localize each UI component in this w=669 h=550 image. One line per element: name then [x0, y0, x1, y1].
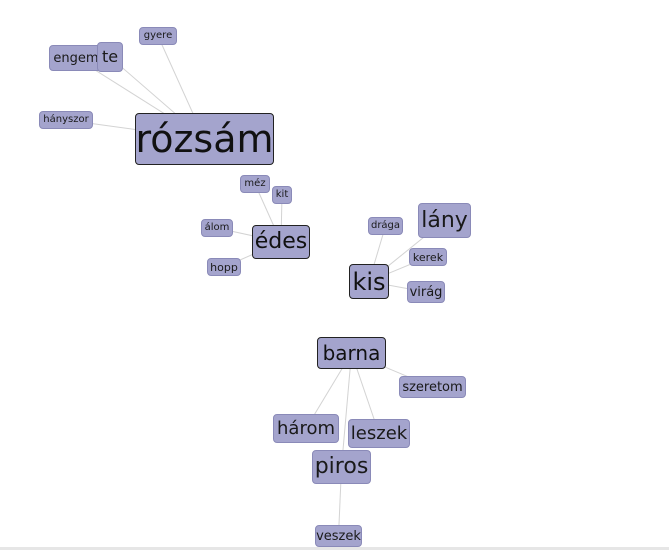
node-piros[interactable]: piros	[312, 450, 371, 484]
node-barna[interactable]: barna	[317, 337, 386, 369]
node-kit[interactable]: kit	[272, 186, 292, 204]
node-rozsam[interactable]: rózsám	[135, 113, 274, 165]
node-engem[interactable]: engem	[49, 45, 103, 71]
node-veszek[interactable]: veszek	[315, 525, 362, 547]
node-edes[interactable]: édes	[252, 225, 310, 259]
node-draga[interactable]: drága	[368, 217, 403, 235]
bottom-scroll-bar	[0, 547, 669, 550]
node-virag[interactable]: virág	[407, 281, 445, 303]
node-gyere[interactable]: gyere	[139, 27, 177, 45]
node-szeretom[interactable]: szeretom	[399, 376, 466, 398]
node-hanyszor[interactable]: hányszor	[39, 111, 93, 129]
node-alom[interactable]: álom	[201, 219, 233, 237]
node-hopp[interactable]: hopp	[207, 258, 241, 276]
node-kerek[interactable]: kerek	[409, 248, 447, 266]
node-kis[interactable]: kis	[349, 264, 389, 299]
node-te[interactable]: te	[97, 42, 123, 72]
edge-barna-piros	[341, 352, 352, 468]
node-harom[interactable]: három	[273, 414, 339, 443]
node-leszek[interactable]: leszek	[348, 419, 410, 448]
node-mez[interactable]: méz	[240, 175, 270, 193]
node-lany[interactable]: lány	[418, 203, 471, 238]
